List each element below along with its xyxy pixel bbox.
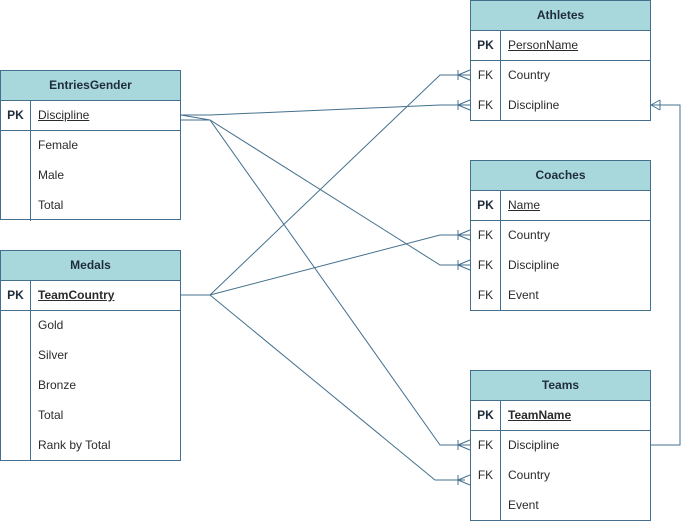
entity-title: Athletes xyxy=(471,1,650,31)
fk-label: FK xyxy=(471,61,501,91)
attribute-row[interactable]: Female xyxy=(1,131,180,161)
fk-attribute: Discipline xyxy=(508,438,560,452)
key-cell xyxy=(1,131,31,161)
link-entries-coaches[interactable] xyxy=(180,114,471,271)
link-medals-teams[interactable] xyxy=(181,294,471,486)
fk-row[interactable]: FK Discipline xyxy=(471,91,650,121)
key-cell xyxy=(1,311,31,341)
pk-attribute: PersonName xyxy=(508,38,579,52)
fk-row[interactable]: FK Country xyxy=(471,221,650,251)
attribute: Total xyxy=(38,198,64,212)
link-entries-teams[interactable] xyxy=(181,119,471,451)
fk-label: FK xyxy=(471,251,501,281)
pk-row[interactable]: PK PersonName xyxy=(471,31,650,61)
fk-label: FK xyxy=(471,221,501,251)
pk-row[interactable]: PK Discipline xyxy=(1,101,180,131)
fk-row[interactable]: FK Country xyxy=(471,61,650,91)
attribute-row[interactable]: Bronze xyxy=(1,371,180,401)
key-cell xyxy=(1,401,31,431)
fk-row[interactable]: FK Event xyxy=(471,281,650,311)
attribute-row[interactable]: Event xyxy=(471,491,650,521)
fk-label: FK xyxy=(471,91,501,121)
attribute-row[interactable]: Total xyxy=(1,401,180,431)
entity-title: Teams xyxy=(471,371,650,401)
pk-label: PK xyxy=(471,31,501,60)
pk-label: PK xyxy=(471,401,501,430)
link-entries-athletes[interactable] xyxy=(181,99,471,116)
fk-attribute: Country xyxy=(508,68,551,82)
pk-label: PK xyxy=(1,281,31,310)
key-cell xyxy=(1,341,31,371)
pk-label: PK xyxy=(471,191,501,220)
fk-attribute: Country xyxy=(508,228,551,242)
attribute: Female xyxy=(38,138,79,152)
entity-athletes[interactable]: Athletes PK PersonName FK Country FK Dis… xyxy=(470,0,651,121)
fk-attribute: Country xyxy=(508,468,551,482)
fk-row[interactable]: FK Discipline xyxy=(471,431,650,461)
entity-title: EntriesGender xyxy=(1,71,180,101)
attribute: Male xyxy=(38,168,65,182)
fk-label: FK xyxy=(471,461,501,491)
key-cell xyxy=(1,161,31,191)
key-cell xyxy=(1,431,31,461)
entity-title: Coaches xyxy=(471,161,650,191)
attribute-row[interactable]: Gold xyxy=(1,311,180,341)
attribute: Event xyxy=(508,498,539,512)
fk-attribute: Discipline xyxy=(508,258,560,272)
link-teams-athletes[interactable] xyxy=(650,99,681,446)
attribute-row[interactable]: Silver xyxy=(1,341,180,371)
entity-coaches[interactable]: Coaches PK Name FK Country FK Discipline… xyxy=(470,160,651,311)
entity-title: Medals xyxy=(1,251,180,281)
fk-label: FK xyxy=(471,431,501,461)
fk-label: FK xyxy=(471,281,501,311)
link-medals-athletes[interactable] xyxy=(181,69,471,296)
attribute: Silver xyxy=(38,348,69,362)
fk-row[interactable]: FK Country xyxy=(471,461,650,491)
attribute: Rank by Total xyxy=(38,438,111,452)
pk-row[interactable]: PK TeamName xyxy=(471,401,650,431)
pk-attribute: Name xyxy=(508,198,541,212)
attribute-row[interactable]: Rank by Total xyxy=(1,431,180,461)
attribute: Total xyxy=(38,408,64,422)
pk-attribute: TeamCountry xyxy=(38,288,115,302)
key-cell xyxy=(1,371,31,401)
fk-attribute: Discipline xyxy=(508,98,560,112)
fk-attribute: Event xyxy=(508,288,539,302)
attribute-row[interactable]: Total xyxy=(1,191,180,221)
entity-entriesgender[interactable]: EntriesGender PK Discipline Female Male … xyxy=(0,70,181,221)
attribute: Bronze xyxy=(38,378,77,392)
key-cell xyxy=(471,491,501,521)
entity-medals[interactable]: Medals PK TeamCountry Gold Silver Bronze… xyxy=(0,250,181,461)
pk-attribute: TeamName xyxy=(508,408,572,422)
pk-row[interactable]: PK Name xyxy=(471,191,650,221)
attribute: Gold xyxy=(38,318,64,332)
fk-row[interactable]: FK Discipline xyxy=(471,251,650,281)
link-medals-coaches[interactable] xyxy=(181,229,471,296)
pk-row[interactable]: PK TeamCountry xyxy=(1,281,180,311)
attribute-row[interactable]: Male xyxy=(1,161,180,191)
pk-label: PK xyxy=(1,101,31,130)
key-cell xyxy=(1,191,31,221)
pk-attribute: Discipline xyxy=(38,108,90,122)
entity-teams[interactable]: Teams PK TeamName FK Discipline FK Count… xyxy=(470,370,651,521)
